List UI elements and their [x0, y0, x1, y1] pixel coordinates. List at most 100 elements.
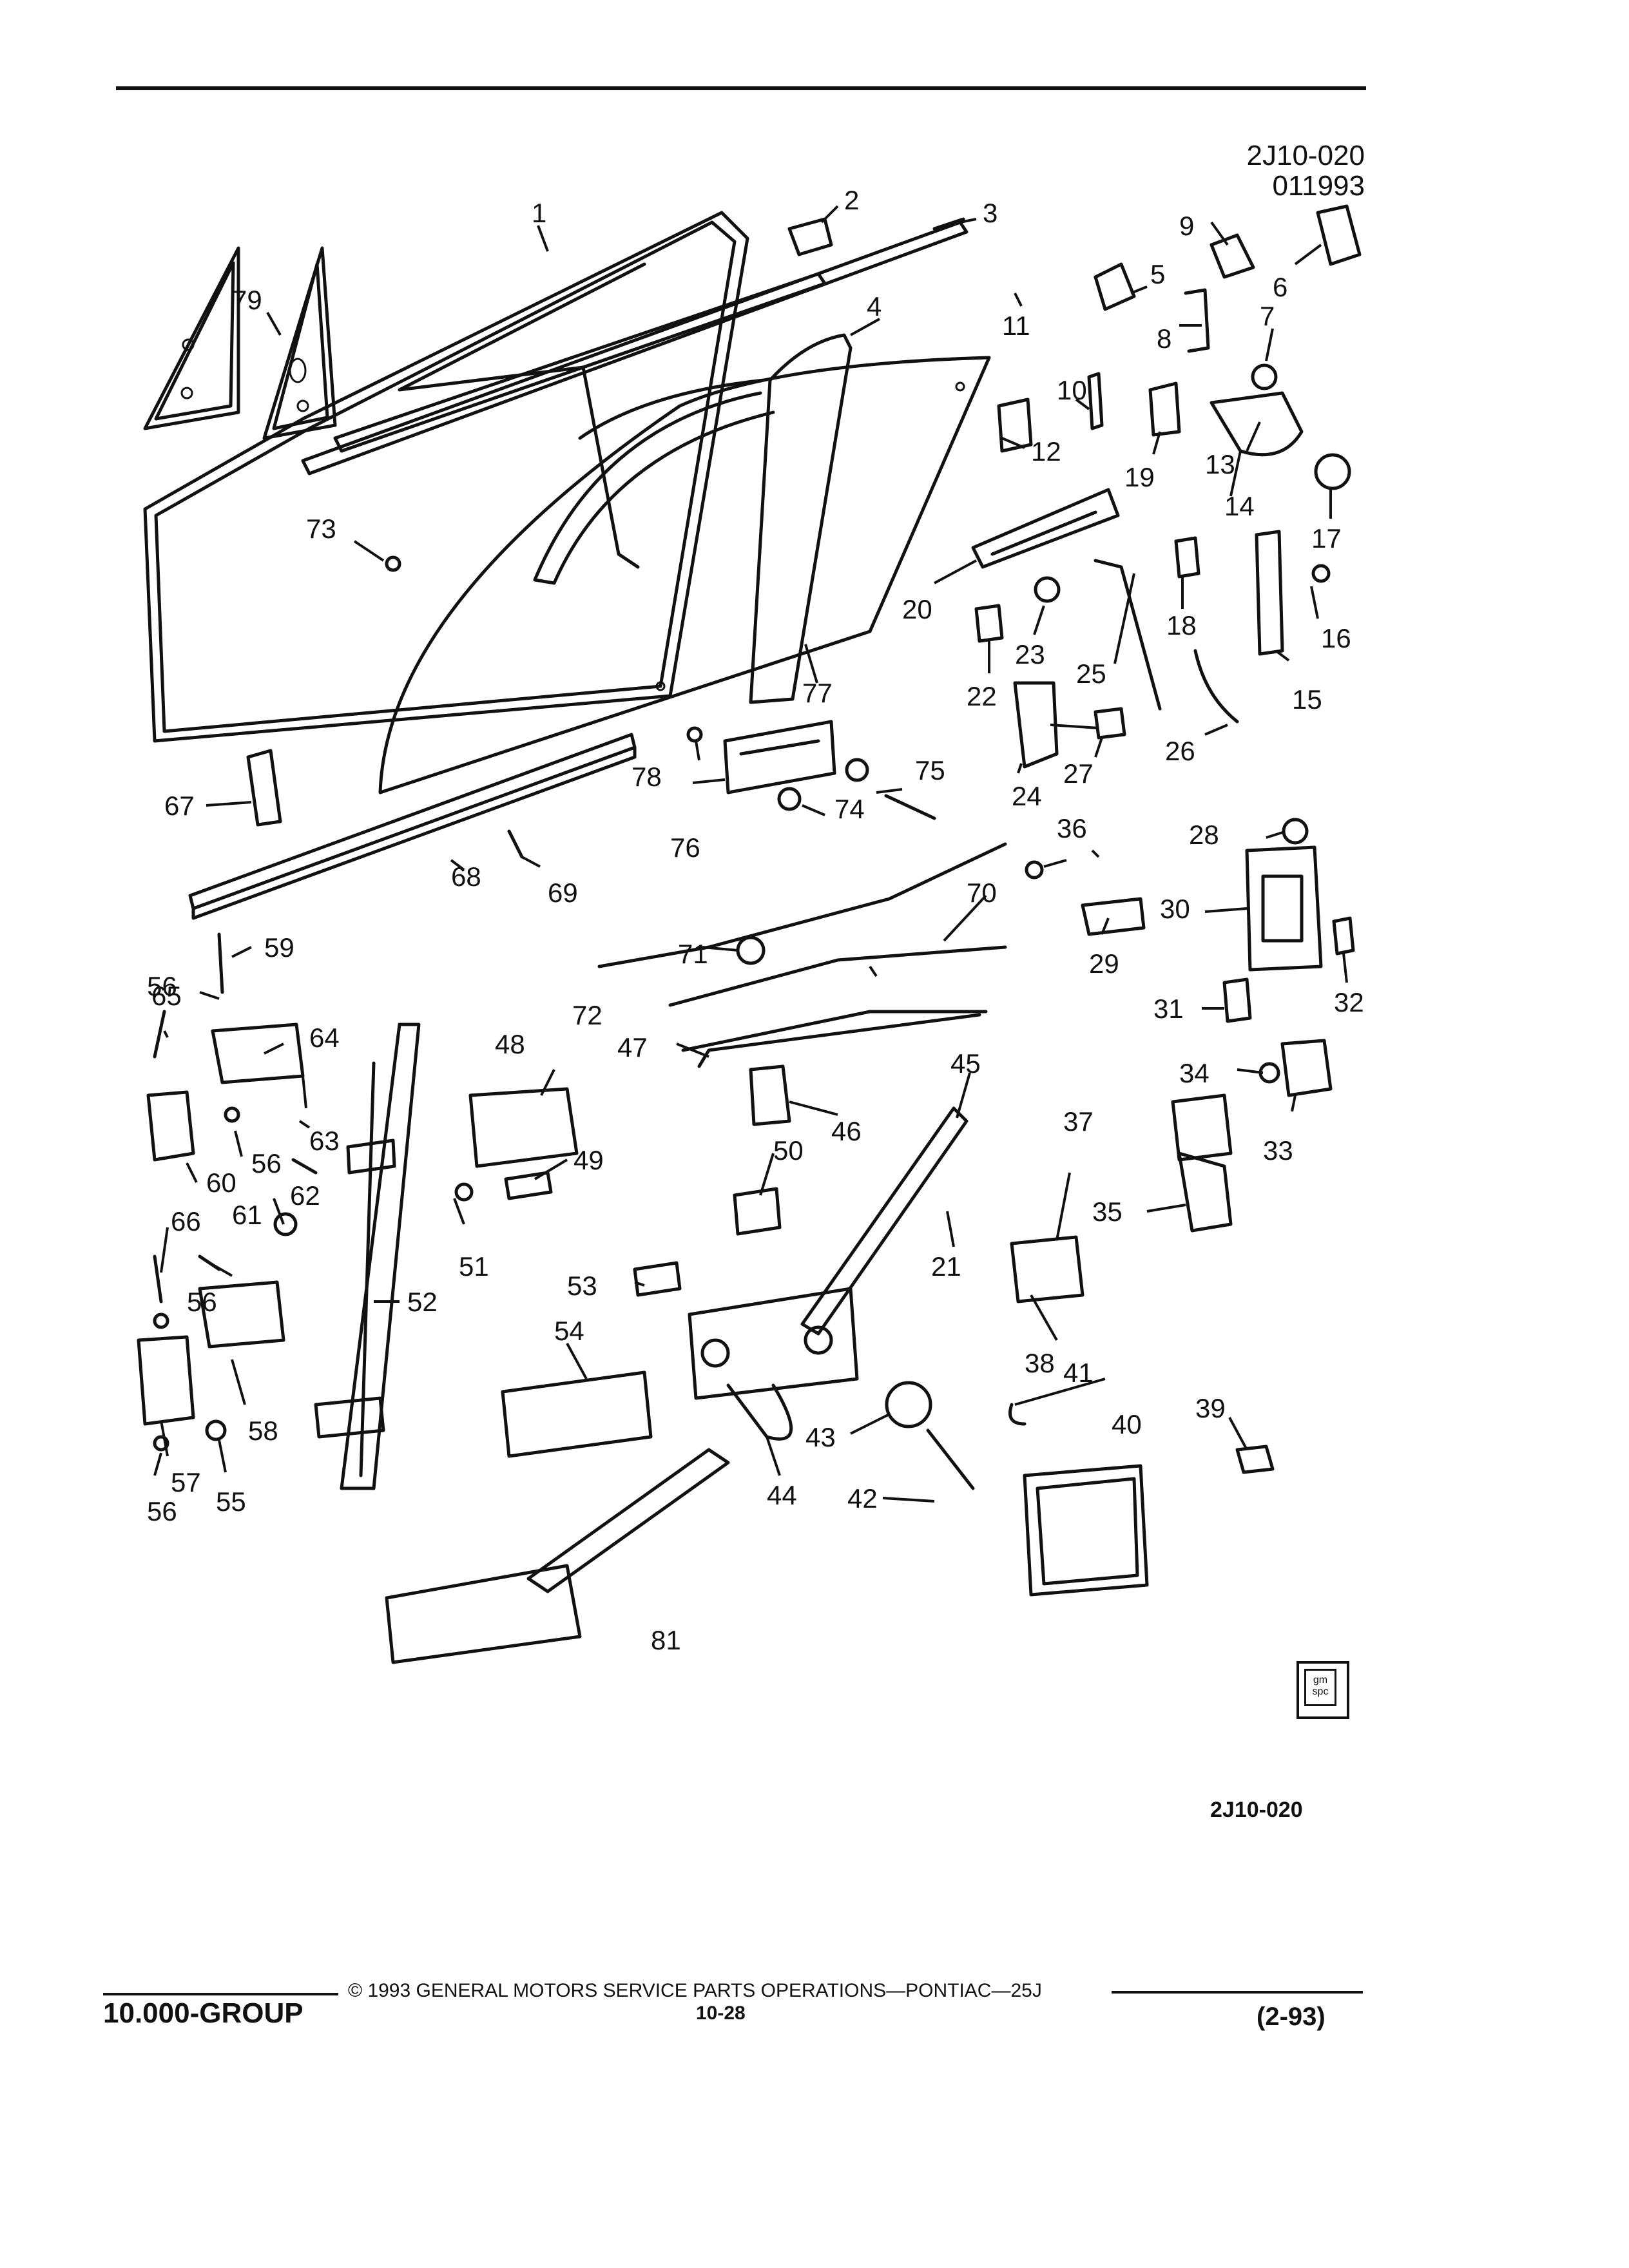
callout-6: 6	[1273, 272, 1287, 302]
revision-date: (2-93)	[1257, 2003, 1325, 2031]
callout-56-d: 56	[147, 1496, 177, 1526]
callout-48: 48	[495, 1029, 525, 1059]
callout-77: 77	[802, 678, 833, 708]
callout-56-b: 56	[251, 1148, 282, 1178]
footer-rule-right	[1112, 1991, 1363, 1994]
reveal-molding	[301, 217, 969, 476]
callout-8: 8	[1157, 323, 1171, 354]
gm-spc-logo: gm spc	[1296, 1661, 1349, 1719]
callout-75: 75	[915, 755, 945, 785]
callout-27: 27	[1063, 758, 1094, 789]
callout-63: 63	[309, 1126, 340, 1156]
callout-3: 3	[983, 198, 998, 228]
callout-13: 13	[1205, 449, 1235, 479]
lock-cylinder-parts	[1174, 530, 1331, 656]
callout-58: 58	[248, 1416, 278, 1446]
stop-67	[246, 749, 282, 827]
callout-31: 31	[1153, 994, 1184, 1024]
callout-65: 65	[151, 981, 182, 1011]
callout-21: 21	[931, 1251, 961, 1282]
callout-35: 35	[1092, 1196, 1123, 1227]
callout-49: 49	[574, 1145, 604, 1175]
callout-42: 42	[847, 1483, 878, 1514]
callout-76: 76	[670, 832, 700, 863]
drawing-code: 2J10-020	[1246, 140, 1365, 171]
callout-30: 30	[1160, 894, 1190, 924]
callout-71: 71	[678, 939, 708, 969]
front-glass-run	[314, 1023, 421, 1490]
group-label: 10.000-GROUP	[103, 1997, 304, 2029]
callout-70: 70	[967, 878, 997, 908]
callout-74: 74	[834, 794, 865, 824]
callout-68: 68	[451, 861, 481, 892]
callout-17: 17	[1311, 523, 1342, 553]
outside-handle	[971, 488, 1120, 569]
run-channel	[533, 333, 853, 704]
callout-5: 5	[1150, 259, 1165, 289]
callout-55: 55	[216, 1486, 246, 1517]
callout-1: 1	[532, 198, 546, 228]
callout-4: 4	[867, 291, 882, 322]
callout-26: 26	[1165, 736, 1195, 766]
callout-67: 67	[164, 791, 195, 821]
callout-47: 47	[617, 1032, 648, 1062]
date-code: 011993	[1272, 170, 1365, 202]
diagram-code: 2J10-020	[1210, 1798, 1303, 1822]
callout-51: 51	[459, 1251, 489, 1282]
washer-74	[845, 758, 869, 782]
callout-10: 10	[1057, 375, 1087, 405]
sash-channel	[723, 720, 836, 794]
callout-7: 7	[1260, 301, 1275, 331]
callout-40: 40	[1112, 1409, 1142, 1439]
bumper-74	[777, 787, 802, 811]
callout-60: 60	[206, 1168, 236, 1198]
callout-19: 19	[1124, 462, 1155, 492]
callout-23: 23	[1015, 639, 1045, 669]
leader-lines	[153, 205, 1348, 1503]
inside-handle	[454, 1064, 791, 1236]
callout-64: 64	[309, 1023, 340, 1053]
callout-2: 2	[844, 185, 859, 215]
callout-11: 11	[1002, 311, 1030, 341]
callout-15: 15	[1292, 684, 1322, 715]
callout-53: 53	[567, 1271, 597, 1301]
callout-81: 81	[651, 1625, 681, 1655]
callout-62: 62	[290, 1180, 320, 1211]
callout-66: 66	[171, 1206, 201, 1236]
callout-39: 39	[1195, 1393, 1226, 1423]
callout-50: 50	[773, 1135, 804, 1166]
belt-weatherstrip	[188, 733, 637, 920]
callout-69: 69	[548, 878, 578, 908]
vent-window-glass	[143, 246, 337, 440]
inside-lock-rods	[597, 842, 1007, 1068]
callout-45: 45	[950, 1048, 981, 1079]
callout-59: 59	[264, 932, 294, 963]
lock-rods	[1094, 559, 1239, 724]
callout-34: 34	[1179, 1058, 1210, 1088]
callout-36: 36	[1057, 813, 1087, 843]
callout-24: 24	[1012, 781, 1042, 811]
callout-57: 57	[171, 1467, 201, 1497]
copyright-notice: © 1993 GENERAL MOTORS SERVICE PARTS OPER…	[348, 1980, 1042, 2001]
page-number: 10-28	[696, 2003, 746, 2024]
callout-18: 18	[1166, 610, 1197, 640]
door-latch	[1245, 818, 1355, 972]
handle-hardware	[787, 204, 1362, 490]
callout-46: 46	[831, 1116, 862, 1146]
screw-73	[385, 555, 401, 572]
callout-54: 54	[554, 1316, 584, 1346]
callout-32: 32	[1334, 987, 1364, 1017]
bolt-75	[884, 794, 936, 820]
door-hinges	[137, 932, 318, 1452]
callout-38: 38	[1025, 1348, 1055, 1378]
callout-79: 79	[232, 285, 262, 315]
callout-56-c: 56	[187, 1287, 217, 1317]
regulator-81	[385, 1448, 730, 1664]
callout-12: 12	[1031, 436, 1061, 466]
callout-52: 52	[407, 1287, 438, 1317]
callout-20: 20	[902, 594, 932, 624]
callout-14: 14	[1224, 491, 1255, 521]
gm-spc-logo-text: gm spc	[1304, 1669, 1336, 1706]
clip-69	[507, 829, 524, 859]
